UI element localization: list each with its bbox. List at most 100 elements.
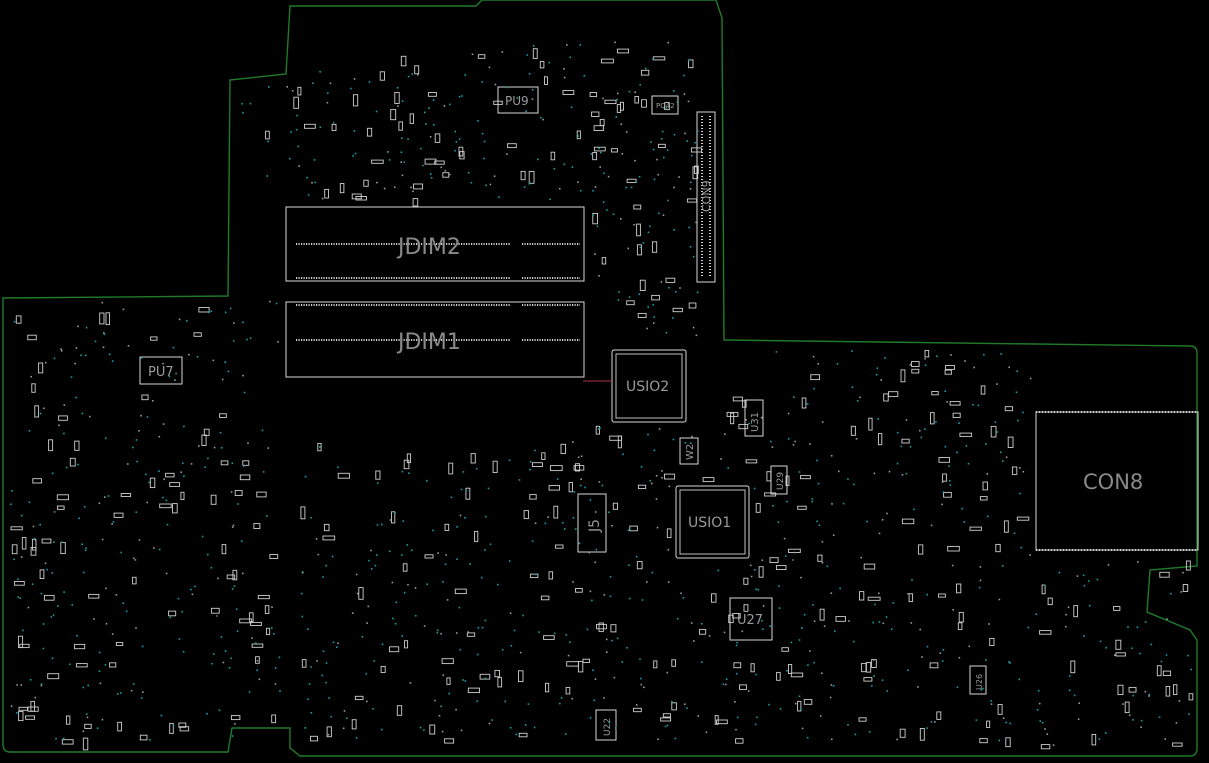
via — [1132, 694, 1135, 697]
pu9-chip[interactable]: PU9 — [497, 86, 539, 114]
via — [93, 618, 95, 620]
via — [778, 585, 780, 587]
via — [27, 606, 30, 609]
via — [880, 379, 882, 381]
passive-component — [389, 646, 400, 653]
via — [727, 467, 729, 469]
via — [221, 378, 224, 381]
passive-component — [1047, 597, 1053, 606]
via — [589, 590, 592, 593]
passive-component — [702, 477, 715, 483]
via — [1005, 721, 1007, 724]
via — [19, 597, 21, 599]
via — [183, 425, 185, 428]
usio2-chip[interactable]: USIO2 — [583, 349, 687, 423]
via — [387, 151, 389, 153]
via — [493, 175, 496, 177]
via — [563, 76, 566, 79]
via — [708, 635, 711, 637]
via — [449, 173, 451, 176]
jdim2-connector[interactable]: JDIM2 — [285, 206, 585, 282]
via — [75, 347, 78, 349]
usio1-chip[interactable]: USIO1 — [675, 485, 750, 559]
via — [674, 737, 677, 740]
via — [807, 664, 809, 666]
via — [346, 717, 348, 720]
w2-part[interactable]: W2 — [679, 437, 699, 465]
j5-connector[interactable]: J5 — [577, 493, 607, 553]
passive-component — [555, 544, 564, 549]
via — [665, 331, 668, 334]
via — [580, 189, 582, 192]
via — [327, 92, 329, 94]
via — [586, 628, 589, 631]
via — [612, 213, 615, 215]
u26-chip[interactable]: U26 — [969, 665, 987, 695]
via — [602, 127, 605, 130]
via — [401, 137, 403, 139]
passive-component — [790, 672, 804, 678]
via — [656, 158, 658, 161]
passive-component — [132, 576, 137, 585]
via — [821, 540, 824, 543]
via — [523, 186, 526, 188]
passive-component — [56, 494, 69, 501]
via — [17, 578, 19, 580]
via — [440, 166, 443, 169]
via — [580, 478, 582, 480]
via — [853, 640, 855, 643]
via — [813, 661, 815, 664]
via — [819, 715, 822, 717]
via — [662, 214, 665, 216]
via — [794, 440, 796, 443]
passive-component — [326, 726, 332, 738]
via — [650, 141, 652, 143]
passive-component — [379, 71, 385, 81]
u29-chip[interactable]: U29 — [770, 465, 788, 495]
via — [331, 555, 334, 558]
via — [651, 571, 654, 574]
u27-chip[interactable]: U27 — [729, 597, 773, 641]
via — [182, 650, 185, 653]
passive-component — [1011, 466, 1018, 475]
passive-component — [120, 493, 132, 497]
passive-component — [550, 151, 556, 161]
passive-component — [598, 622, 604, 632]
con9-connector[interactable]: CON9 — [696, 111, 716, 283]
via — [1128, 714, 1131, 717]
via — [89, 415, 91, 418]
via — [985, 659, 987, 661]
via — [1005, 456, 1008, 459]
via — [321, 674, 324, 677]
via — [676, 101, 679, 103]
via — [370, 549, 372, 552]
via — [998, 739, 1000, 742]
via — [963, 521, 965, 523]
via — [135, 439, 138, 441]
via — [848, 620, 850, 622]
via — [1170, 592, 1172, 595]
via — [274, 667, 277, 669]
via — [655, 475, 658, 477]
via — [312, 82, 314, 84]
pq42-part[interactable]: PQ42 — [651, 95, 679, 115]
passive-component — [428, 92, 437, 97]
passive-component — [193, 332, 202, 337]
via — [34, 696, 37, 699]
passive-component — [74, 440, 80, 451]
pu7-chip[interactable]: PU7 — [139, 356, 183, 385]
via — [672, 317, 674, 319]
via — [930, 524, 933, 527]
jdim1-connector[interactable]: JDIM1 — [285, 301, 585, 378]
via — [673, 133, 676, 136]
via — [812, 604, 814, 606]
via — [420, 147, 422, 150]
con8-connector[interactable]: CON8 — [1035, 411, 1199, 551]
via — [526, 54, 529, 56]
via — [353, 78, 356, 80]
passive-component — [672, 307, 683, 313]
u22-chip[interactable]: U22 — [595, 709, 617, 741]
u31-chip[interactable]: U31 — [744, 399, 764, 437]
via — [1027, 626, 1030, 629]
via — [1182, 571, 1184, 574]
